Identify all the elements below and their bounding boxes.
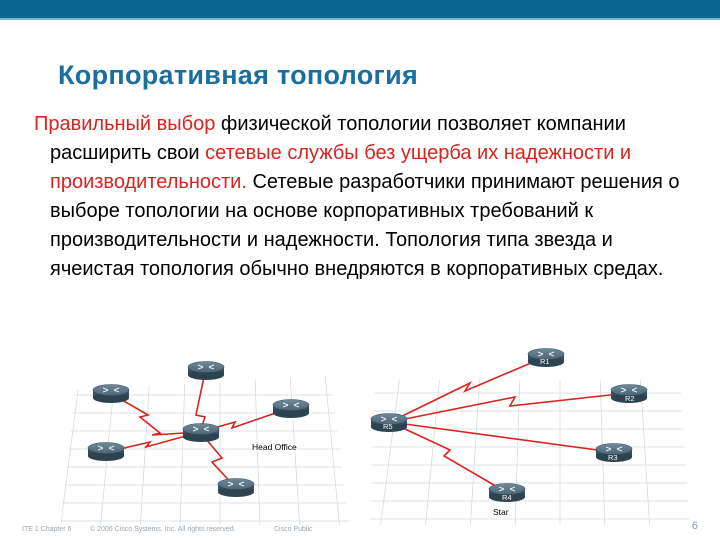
router-label: R3 <box>608 453 618 462</box>
router-icon <box>182 423 220 443</box>
footer-copyright: © 2006 Cisco Systems, Inc. All rights re… <box>90 526 236 533</box>
router-icon <box>272 399 310 419</box>
right-links <box>389 356 629 493</box>
page-number: 6 <box>691 520 698 532</box>
highlight-text: сетевые службы без ущерба их надежности … <box>50 142 632 193</box>
router-icon <box>187 361 225 381</box>
router-icon <box>87 442 125 462</box>
footer-classification: Cisco Public <box>274 526 313 533</box>
router-icon <box>92 384 130 404</box>
body-paragraph: Правильный выбор физической топологии по… <box>34 110 684 284</box>
slide-body: Правильный выбор физической топологии по… <box>34 110 684 284</box>
router-label: R1 <box>540 357 550 366</box>
router-label: R5 <box>383 422 393 431</box>
highlight-text: Правильный выбор <box>34 113 216 135</box>
topology-diagrams: Head Office R1 R2 R3 R4 R5 Star <box>60 348 690 525</box>
body-text: физической топологии позволяет компании … <box>50 113 626 164</box>
footer-course: ITE 1 Chapter 6 <box>22 526 72 533</box>
header-bar <box>0 0 720 18</box>
right-floor-grid <box>370 380 690 525</box>
star-caption: Star <box>493 507 509 517</box>
router-label: R2 <box>625 394 635 403</box>
head-office-label: Head Office <box>252 442 297 452</box>
body-text: Сетевые разработчики принимают решения о… <box>50 171 680 280</box>
router-label: R4 <box>502 493 512 502</box>
header-divider <box>0 18 720 20</box>
router-icon <box>217 478 255 498</box>
slide-title: Корпоративная топология <box>58 60 419 90</box>
